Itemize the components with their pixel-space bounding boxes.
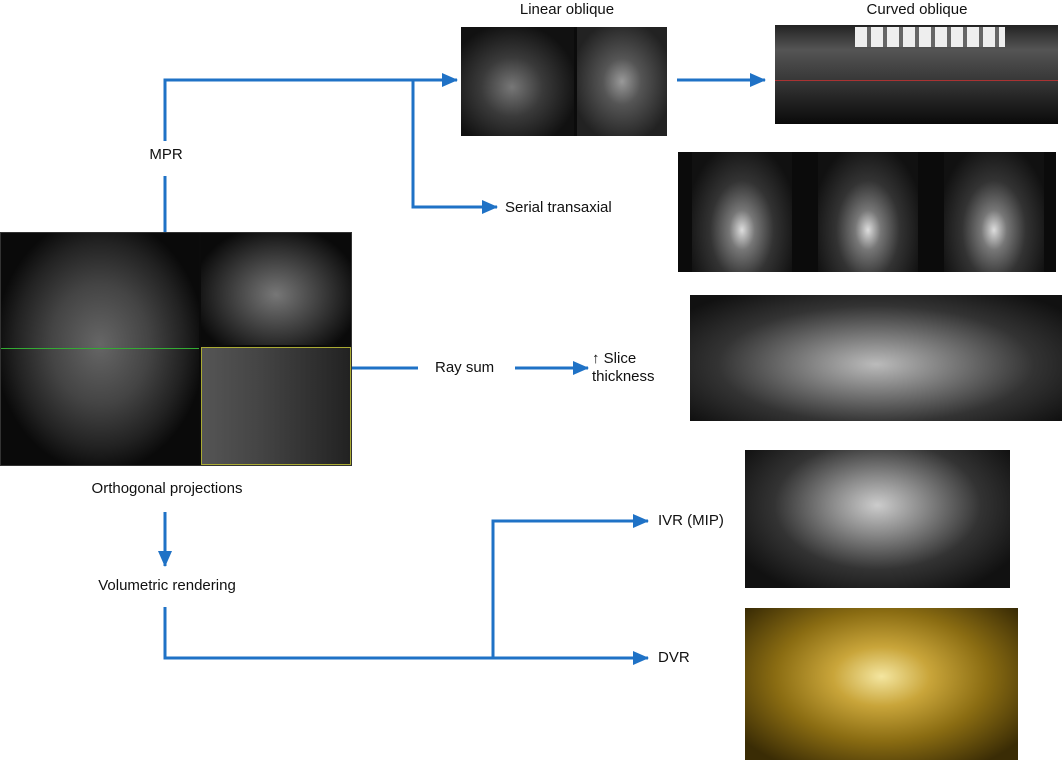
volumetric-to-dvr-arrow [163, 607, 649, 665]
linear-oblique-title: Linear oblique [519, 1, 615, 18]
volumetric-to-ivr-arrow [491, 514, 649, 658]
mpr-to-serial-transaxial-arrow [411, 80, 498, 214]
curved-oblique-image [775, 25, 1058, 124]
mpr-label: MPR [149, 146, 183, 163]
ray-sum-label: Ray sum [435, 359, 495, 376]
ray-sum-panoramic-image [690, 295, 1062, 421]
serial-transaxial-image [678, 152, 1056, 272]
ivr-mip-image [745, 450, 1010, 588]
ivr-mip-label: IVR (MIP) [658, 512, 724, 529]
dvr-image [745, 608, 1018, 760]
volumetric-rendering-label: Volumetric rendering [98, 577, 236, 594]
mpr-to-linear-oblique-arrow [163, 73, 458, 141]
curved-oblique-title: Curved oblique [866, 1, 968, 18]
orthogonal-projections-image [0, 232, 352, 466]
linear-oblique-image [461, 27, 667, 136]
dvr-label: DVR [658, 649, 690, 666]
slice-thickness-label: ↑ Slice thickness [592, 350, 655, 385]
orthogonal-projections-label: Orthogonal projections [91, 480, 243, 497]
serial-transaxial-label: Serial transaxial [505, 199, 612, 216]
